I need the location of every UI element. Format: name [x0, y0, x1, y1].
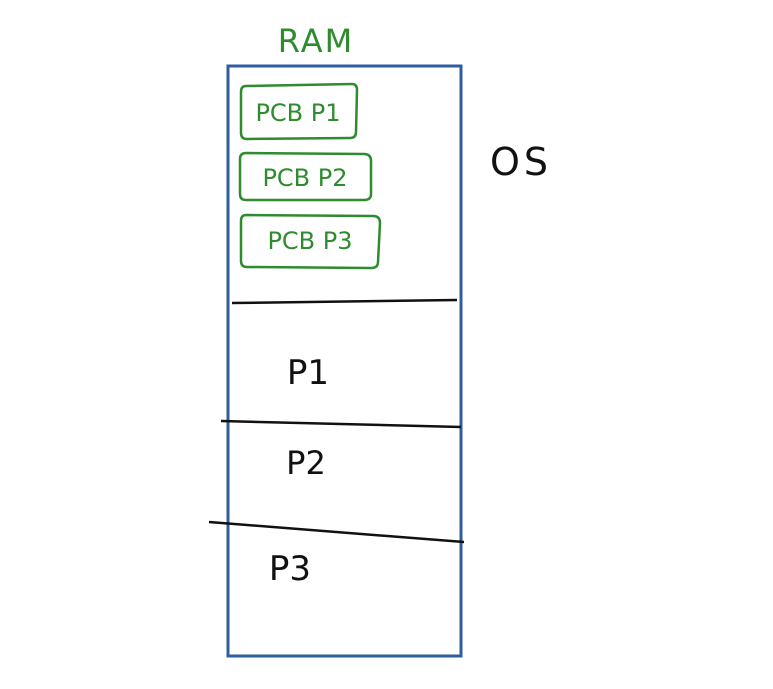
os-label: OS: [490, 140, 552, 184]
process-label-p2: P2: [286, 444, 326, 482]
pcb-block-1: PCB P1: [239, 82, 359, 141]
process-label-p3: P3: [269, 549, 311, 589]
p1-divider-line: [220, 419, 462, 429]
pcb-block-2-label: PCB P2: [262, 164, 347, 192]
pcb-block-3: PCB P3: [239, 213, 382, 270]
os-divider-line: [231, 298, 458, 305]
ram-memory-box: [226, 64, 463, 658]
pcb-block-1-border: [239, 82, 359, 141]
process-label-p1: P1: [287, 353, 329, 393]
pcb-block-1-label: PCB P1: [255, 99, 340, 127]
pcb-block-2: PCB P2: [238, 151, 373, 202]
p2-divider-line: [208, 520, 465, 544]
pcb-block-2-border: [238, 151, 373, 202]
pcb-block-3-border: [239, 213, 382, 270]
pcb-block-3-label: PCB P3: [267, 227, 352, 255]
ram-title: RAM: [278, 22, 354, 60]
